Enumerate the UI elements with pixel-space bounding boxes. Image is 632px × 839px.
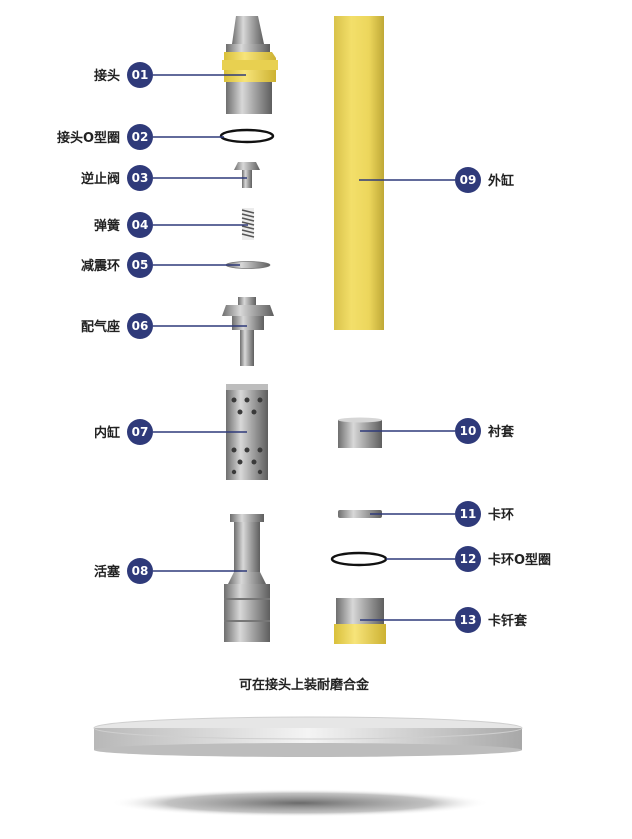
part-01-top-sub-image (222, 16, 278, 114)
badge-number-02: 02 (132, 130, 149, 144)
part-04-spring-image (241, 208, 255, 240)
display-platform (93, 716, 523, 757)
badge-01 (127, 62, 153, 88)
part-label-02: 接头O型圈 (57, 130, 120, 146)
part-label-03: 逆止阀 (81, 171, 120, 187)
part-09-outer-cylinder-image (334, 16, 384, 330)
badge-06 (127, 313, 153, 339)
badge-11 (455, 501, 481, 527)
badge-08 (127, 558, 153, 584)
part-label-08: 活塞 (94, 564, 121, 580)
part-label-09: 外缸 (487, 173, 514, 189)
badge-12 (455, 546, 481, 572)
part-label-13: 卡钎套 (488, 613, 528, 629)
badge-number-09: 09 (460, 173, 477, 187)
part-02-top-oring-image (219, 128, 275, 144)
badge-09 (455, 167, 481, 193)
part-08-piston-image (224, 514, 270, 642)
part-label-12: 卡环O型圈 (488, 552, 551, 568)
part-13-chuck-image (334, 598, 386, 644)
badge-number-11: 11 (460, 507, 477, 521)
badge-13 (455, 607, 481, 633)
part-label-06: 配气座 (81, 319, 120, 335)
part-12-ring-oring-image (330, 551, 388, 567)
badge-number-07: 07 (132, 425, 149, 439)
badge-number-12: 12 (460, 552, 477, 566)
badge-07 (127, 419, 153, 445)
part-label-11: 卡环 (488, 507, 514, 523)
note-text: 可在接头上装耐磨合金 (239, 677, 370, 693)
badge-number-10: 10 (460, 424, 477, 438)
badge-10 (455, 418, 481, 444)
badge-number-08: 08 (132, 564, 149, 578)
badge-number-06: 06 (132, 319, 149, 333)
platform-shadow (110, 789, 490, 817)
badge-number-04: 04 (132, 218, 149, 232)
part-label-10: 衬套 (488, 424, 515, 440)
part-label-05: 减震环 (81, 258, 120, 274)
part-label-04: 弹簧 (94, 218, 120, 234)
badge-number-05: 05 (132, 258, 149, 272)
badge-04 (127, 212, 153, 238)
part-10-bushing-image (338, 417, 382, 448)
badge-number-13: 13 (460, 613, 477, 627)
badge-05 (127, 252, 153, 278)
part-label-07: 内缸 (94, 425, 120, 441)
badge-02 (127, 124, 153, 150)
part-03-check-valve-image (234, 162, 260, 188)
badge-03 (127, 165, 153, 191)
part-11-retaining-ring-image (338, 510, 382, 518)
part-06-air-distributor-image (222, 297, 274, 366)
badge-number-01: 01 (132, 68, 149, 82)
badge-number-03: 03 (132, 171, 149, 185)
part-label-01: 接头 (94, 68, 120, 84)
